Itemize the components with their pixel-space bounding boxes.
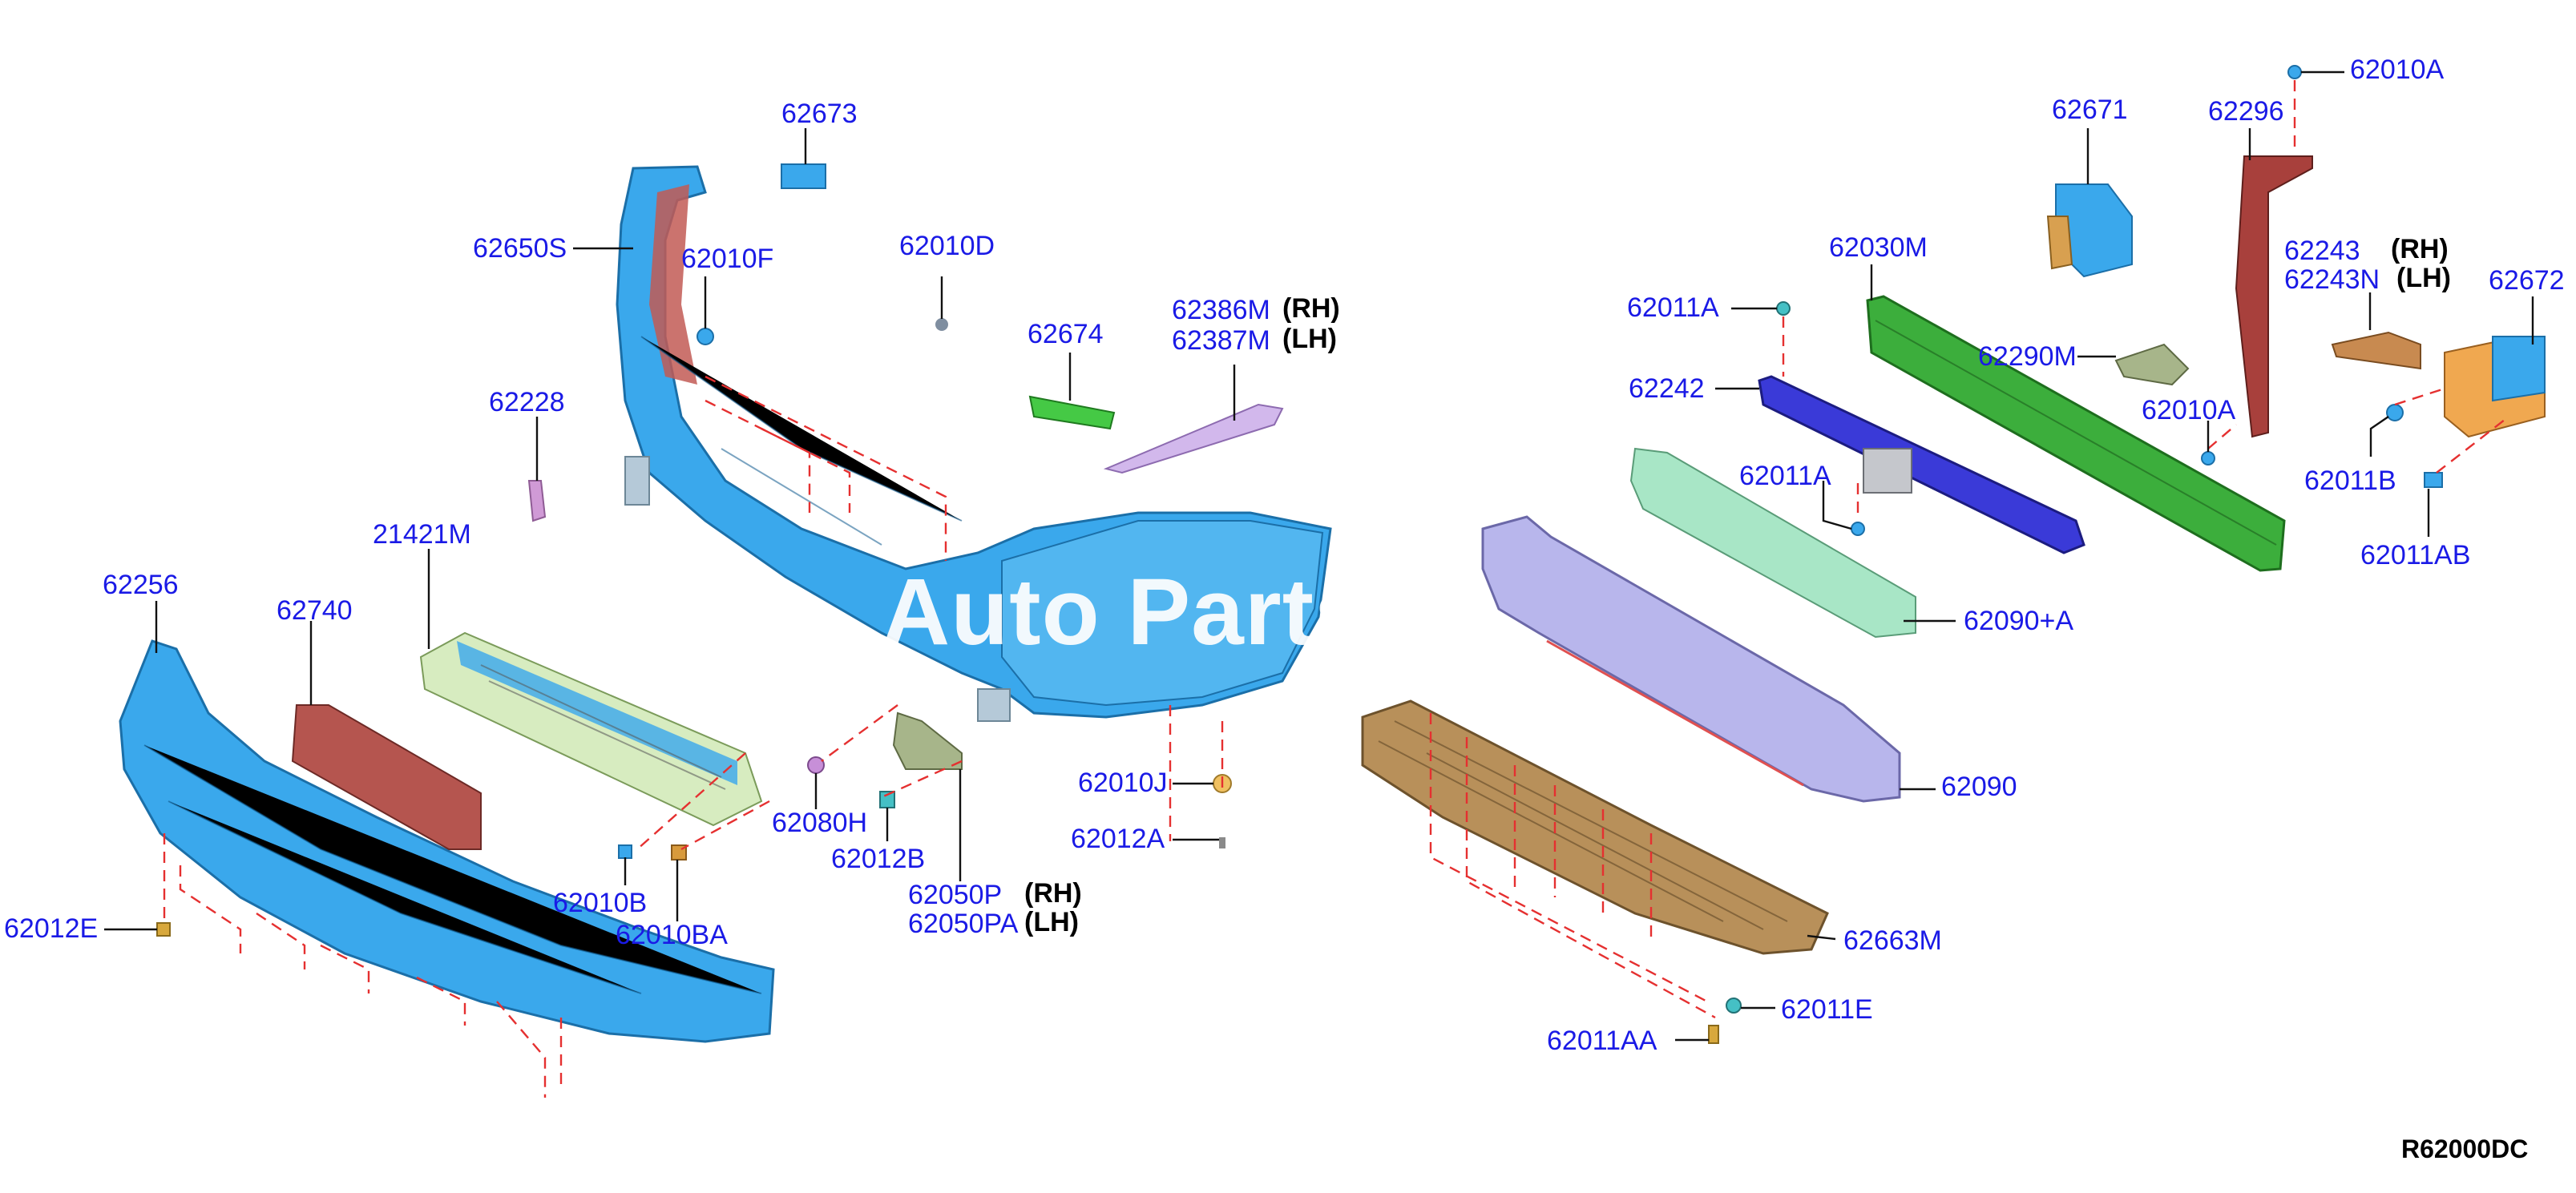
part-label-21421m[interactable]: 21421M [373,519,471,550]
part-label-62011e[interactable]: 62011E [1781,994,1873,1025]
part-label-62673[interactable]: 62673 [781,99,858,129]
bumper-fascia-face [1001,520,1324,707]
part-label-62243n[interactable]: 62243N [2284,264,2380,295]
part-label-62010d[interactable]: 62010D [899,231,995,261]
part-label-62010ba[interactable]: 62010BA [616,920,728,950]
bolt-shape [1726,998,1742,1014]
part-label-62010a[interactable]: 62010A [2350,54,2445,85]
part-label-62290m[interactable]: 62290M [1978,341,2077,372]
part-label-62256[interactable]: 62256 [103,570,179,600]
bumper-fascia-inner [649,184,697,385]
clip-shape [2287,65,2302,79]
side-bracket-shape [2235,155,2313,438]
part-label-62243[interactable]: 62243 [2284,236,2360,266]
bumper-fascia-tab [977,688,1011,722]
part-label-62011b[interactable]: 62011B [2304,466,2396,496]
side-label-rh: (RH) [2391,234,2449,264]
part-label-62012e[interactable]: 62012E [4,913,99,944]
bolt-shape [1776,301,1791,316]
under-cover-shape [1361,699,1829,955]
screw-shape [1219,837,1225,848]
part-label-62010a[interactable]: 62010A [2142,395,2236,425]
bracket-orange-shape [2046,216,2073,270]
clip-shape [2201,451,2215,466]
lower-fascia-shape [119,639,775,1043]
part-label-62090a[interactable]: 62090+A [1964,606,2074,636]
spacer-shape [527,480,547,522]
part-label-62674[interactable]: 62674 [1028,319,1104,349]
bolt-shape [1851,522,1865,536]
part-label-62011a[interactable]: 62011A [1627,292,1719,323]
bumper-fascia-tab [624,456,650,506]
bolt-shape [2386,404,2404,421]
part-label-62080h[interactable]: 62080H [772,808,868,838]
bolt-shape [1708,1025,1719,1044]
bracket-shape [892,711,963,770]
bracket-right-top-shape [2492,336,2546,402]
clip-shape [935,318,948,331]
bracket-olive-shape [2114,343,2190,386]
part-label-62010b[interactable]: 62010B [553,888,648,918]
part-label-62672[interactable]: 62672 [2489,265,2565,296]
part-label-62011aa[interactable]: 62011AA [1547,1026,1657,1056]
part-label-62386m[interactable]: 62386M [1172,295,1270,325]
trim-strip-shape [1103,403,1284,474]
reinforcement-shape [1866,295,2286,572]
clip-shape [696,328,714,345]
bracket-tan-shape [2331,331,2421,370]
license-bracket-shape [291,704,482,850]
part-label-62090[interactable]: 62090 [1941,772,2017,802]
part-label-62228[interactable]: 62228 [489,387,565,417]
part-label-62011a[interactable]: 62011A [1739,461,1831,491]
part-label-62242[interactable]: 62242 [1629,373,1705,404]
watermark-text: Auto Parts [882,559,1368,665]
reference-code: R62000DC [2401,1135,2529,1163]
bumper-fascia-shape [616,165,1332,722]
assembly-lines [163,80,2509,1098]
screw-shape [156,922,171,937]
side-label-rh: (RH) [1024,878,1082,909]
side-label-rh: (RH) [1282,293,1340,324]
part-label-62050pa[interactable]: 62050PA [908,909,1019,939]
part-label-62387m[interactable]: 62387M [1172,325,1270,356]
absorber-shape [1481,515,1901,803]
part-label-62663m[interactable]: 62663M [1843,925,1942,956]
absorber-upper-shape [1629,447,1916,639]
bracket-green-shape [1028,395,1116,430]
part-label-62012a[interactable]: 62012A [1071,824,1165,854]
part-label-62010j[interactable]: 62010J [1078,768,1168,798]
air-duct-shape [419,631,763,827]
side-label-lh: (LH) [2396,263,2451,293]
clip-shape [807,756,825,774]
part-label-62671[interactable]: 62671 [2052,95,2128,125]
stay-shape [1758,375,2085,554]
side-label-lh: (LH) [1282,324,1337,354]
part-label-62012b[interactable]: 62012B [831,844,926,874]
part-label-62030m[interactable]: 62030M [1829,232,1928,263]
clip-bracket-shape [781,163,826,189]
part-label-62010f[interactable]: 62010F [681,244,774,274]
leader-lines [104,71,2534,1042]
bolt-shape [2424,472,2443,488]
part-label-62011ab[interactable]: 62011AB [2360,540,2471,570]
part-label-62296[interactable]: 62296 [2208,96,2284,127]
side-label-lh: (LH) [1024,907,1079,937]
clip-shape [618,844,632,859]
part-label-62740[interactable]: 62740 [277,595,353,626]
part-label-62650s[interactable]: 62650S [473,233,567,264]
part-label-62050p[interactable]: 62050P [908,880,1003,910]
